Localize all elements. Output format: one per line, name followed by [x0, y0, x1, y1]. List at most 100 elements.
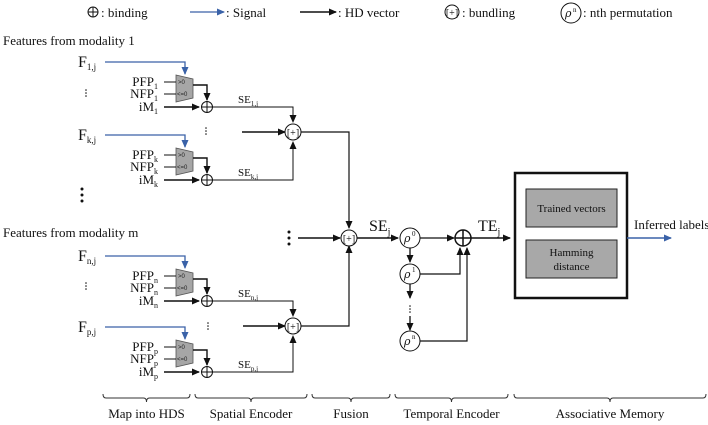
svg-text:>0: >0: [178, 274, 186, 280]
se-label: SE1,j: [238, 94, 258, 108]
stage-label: Fusion: [333, 406, 369, 421]
trained-vectors-label: Trained vectors: [537, 203, 605, 215]
nfp-label: NFPp: [130, 351, 158, 368]
fusion-block: [+] SEj: [298, 131, 399, 327]
inferred-labels: Inferred labels: [634, 217, 708, 232]
svg-text:ρ: ρ: [403, 232, 411, 245]
brace: [394, 393, 509, 403]
stage-label: Map into HDS: [108, 406, 185, 421]
temporal-encoder: ρ 0 ρ 1 ρ n TEj: [399, 218, 511, 352]
mux-selector: [175, 339, 194, 368]
svg-text:<=0: <=0: [177, 165, 188, 171]
feature-label: Fk,j: [78, 127, 96, 145]
svg-text:>0: >0: [178, 153, 186, 159]
stage-associative-memory: Associative Memory: [513, 393, 707, 421]
pfp-label: PFPk: [132, 147, 158, 164]
legend-binding-label: : binding: [101, 5, 148, 20]
spatial-bundler-1: [+]: [242, 123, 302, 141]
stage-fusion: Fusion: [311, 393, 391, 421]
stage-label: Temporal Encoder: [403, 406, 500, 421]
stage-label: Associative Memory: [556, 406, 665, 421]
stage-map-into-hds: Map into HDS: [102, 393, 191, 421]
legend-bundling-label: : bundling: [462, 5, 516, 20]
se-label: SEk,j: [238, 167, 258, 181]
svg-text:>0: >0: [178, 80, 186, 86]
svg-text:>0: >0: [178, 345, 186, 351]
feature-label: F1,j: [78, 54, 96, 72]
stage-label: Spatial Encoder: [210, 406, 293, 421]
svg-text:0: 0: [412, 230, 416, 238]
hamming-label-2: distance: [553, 261, 589, 273]
svg-text:<=0: <=0: [177, 286, 188, 292]
se-label: SEp,j: [238, 359, 258, 373]
im-label: iMn: [139, 293, 158, 310]
legend-signal-label: : Signal: [226, 5, 266, 20]
feature-label: Fp,j: [78, 319, 96, 337]
bundle-icon: [+]: [343, 234, 355, 245]
bundle-icon: [+]: [287, 128, 299, 139]
legend-bundling: [+] : bundling: [444, 4, 516, 20]
svg-text:[+]: [+]: [446, 8, 458, 19]
svg-text:<=0: <=0: [177, 92, 188, 98]
se-line: [212, 335, 297, 373]
signal-line: [105, 326, 189, 340]
modality-m-label: Features from modality m: [3, 225, 138, 240]
channels: F1,j>0<=0PFP1NFP1iM1SE1,jFk,j>0<=0PFPkNF…: [78, 54, 297, 381]
brace: [311, 393, 391, 403]
svg-text:ρ: ρ: [403, 335, 411, 348]
mux-selector: [175, 74, 194, 103]
legend-hd-vector: : HD vector: [300, 5, 400, 20]
svg-text:n: n: [573, 6, 577, 14]
svg-text:<=0: <=0: [177, 357, 188, 363]
trained-vectors-block: [525, 188, 618, 228]
svg-text:ρ: ρ: [564, 7, 572, 20]
im-label: iMp: [139, 364, 158, 381]
brace: [102, 393, 191, 403]
mux-selector: [175, 147, 194, 176]
fusion-output-label: SEj: [369, 218, 390, 238]
im-label: iM1: [139, 99, 158, 116]
nfp-label: NFPn: [130, 280, 158, 297]
pfp-label: PFP1: [132, 74, 158, 91]
xor-icon: [454, 229, 472, 247]
stage-temporal-encoder: Temporal Encoder: [394, 393, 509, 421]
legend-permutation: ρ n : nth permutation: [560, 2, 673, 24]
feature-label: Fn,j: [78, 248, 96, 266]
xor-icon: [201, 101, 213, 113]
xor-icon: [201, 295, 213, 307]
pfp-label: PFPp: [132, 339, 158, 356]
legend: : binding : Signal : HD vector [+] : bun…: [87, 2, 673, 24]
svg-text:ρ: ρ: [403, 268, 411, 281]
legend-permutation-label: : nth permutation: [583, 5, 673, 20]
mux-selector: [175, 268, 194, 297]
signal-line: [105, 61, 189, 75]
signal-line: [105, 255, 189, 269]
im-label: iMk: [139, 172, 158, 189]
se-line: [212, 106, 297, 123]
spatial-bundler-2: [+]: [243, 317, 302, 335]
xor-icon: [201, 366, 213, 378]
legend-binding: : binding: [87, 5, 148, 20]
modality-1-label: Features from modality 1: [3, 33, 135, 48]
legend-signal: : Signal: [190, 5, 266, 20]
hamming-label-1: Hamming: [550, 247, 594, 259]
bundle-icon: [+]: [287, 322, 299, 333]
stage-spatial-encoder: Spatial Encoder: [194, 393, 308, 421]
se-line: [212, 141, 297, 181]
brace: [513, 393, 707, 403]
svg-text:n: n: [412, 333, 416, 341]
permutation-icon: ρ n: [560, 2, 582, 24]
se-label: SEn,j: [238, 288, 258, 302]
legend-hd-label: : HD vector: [338, 5, 400, 20]
xor-icon: [201, 174, 213, 186]
hamming-distance-block: [525, 239, 618, 279]
brace: [194, 393, 308, 403]
pfp-label: PFPn: [132, 268, 158, 285]
nfp-label: NFP1: [130, 86, 158, 103]
nfp-label: NFPk: [130, 159, 158, 176]
